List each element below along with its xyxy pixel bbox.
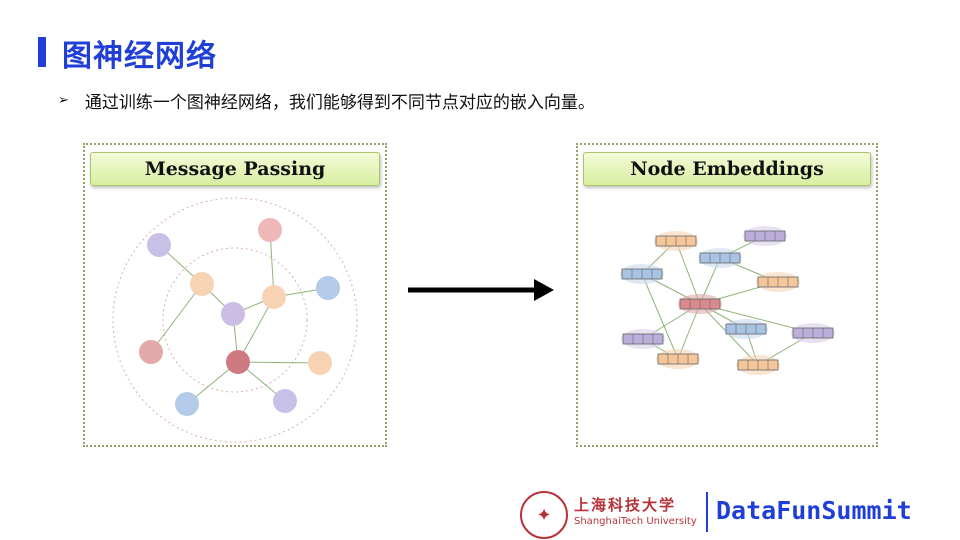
node-embeddings-panel: Node Embeddings [576,143,878,447]
university-seal-icon: ✦ [520,491,568,539]
node-embeddings-label: Node Embeddings [583,152,871,186]
embedding-vectors [620,226,835,375]
footer-divider [706,492,708,532]
target-node [226,350,250,374]
bullet-text: 通过训练一个图神经网络，我们能够得到不同节点对应的嵌入向量。 [84,93,595,113]
node-embeddings-graph [620,226,835,375]
graph-node [147,233,171,257]
slide-title: 图神经网络 [62,39,217,74]
inner-hop-ring [162,247,308,393]
graph-node [139,340,163,364]
footer: ✦ 上海科技大学 ShanghaiTech University DataFun… [520,488,960,539]
bullet-point: ➢ 通过训练一个图神经网络，我们能够得到不同节点对应的嵌入向量。 [58,88,595,113]
brand-logo: DataFunSummit [716,496,912,525]
graph-node [316,276,340,300]
graph-node [273,389,297,413]
graph-node [190,272,214,296]
message-passing-graph [112,197,358,443]
university-name-cn: 上海科技大学 [574,496,677,514]
graph-node [308,351,332,375]
university-name-en: ShanghaiTech University [574,516,697,527]
bullet-arrow-icon: ➢ [58,93,69,108]
message-passing-label: Message Passing [90,152,380,186]
title-accent-bar [38,37,46,67]
graph-node [175,392,199,416]
graph-node [258,218,282,242]
transform-arrow-icon [408,279,554,301]
graph-node [221,302,245,326]
graph-node [262,285,286,309]
message-passing-panel: Message Passing [83,143,387,447]
outer-hop-ring [112,197,358,443]
